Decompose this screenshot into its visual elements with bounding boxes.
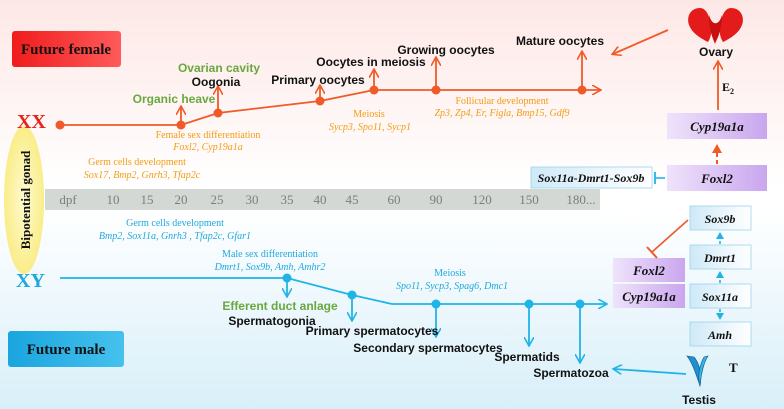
timeline-ticks: dpf 10 15 20 25 30 35 40 45 60 90 120 15… <box>59 192 595 207</box>
amh-label: Amh <box>707 328 732 342</box>
ovary-label: Ovary <box>699 45 733 59</box>
female-node-20 <box>176 120 186 130</box>
female-node-90 <box>431 85 441 95</box>
tick-20: 20 <box>175 192 188 207</box>
stage-oocytes-meiosis: Oocytes in meiosis <box>316 55 426 69</box>
female-germ-title: Germ cells development <box>88 157 186 168</box>
timeline-unit: dpf <box>59 192 77 207</box>
e2-text: E <box>722 80 730 94</box>
stage-organic-heave: Organic heave <box>133 92 216 106</box>
tick-45: 45 <box>346 192 359 207</box>
stage-spermatids: Spermatids <box>494 350 560 364</box>
stage-primary-spermatocytes: Primary spermatocytes <box>306 324 439 338</box>
future-female-box <box>12 31 121 67</box>
future-male-label: Future male <box>27 342 106 358</box>
testis-to-spermatozoa-arrow <box>614 369 687 375</box>
dmrt1-label: Dmrt1 <box>703 251 736 265</box>
stage-secondary-spermatocytes: Secondary spermatocytes <box>353 341 503 355</box>
sox9b-inhibits-foxl2-bar <box>646 246 658 259</box>
male-background <box>0 210 784 409</box>
tick-120: 120 <box>472 192 492 207</box>
tick-90: 90 <box>430 192 443 207</box>
female-germ-genes: Sox17, Bmp2, Gnrh3, Tfap2c <box>84 170 201 181</box>
female-meiosis-genes: Sycp3, Spo11, Sycp1 <box>329 122 411 133</box>
sox11a-label: Sox11a <box>702 290 738 304</box>
foxl2-left-label: Foxl2 <box>632 263 665 278</box>
dmrt1-box <box>689 244 752 270</box>
stage-growing-oocytes: Growing oocytes <box>397 43 495 57</box>
sox9b-label: Sox9b <box>705 212 736 226</box>
male-node-35 <box>282 273 292 283</box>
stage-efferent-duct: Efferent duct anlage <box>222 299 338 313</box>
stage-primary-oocytes: Primary oocytes <box>271 73 365 87</box>
female-sex-diff-genes: Foxl2, Cyp19a1a <box>172 142 242 153</box>
xx-label: XX <box>17 111 46 133</box>
sox9b-inhibits-foxl2-line <box>651 219 689 253</box>
tick-30: 30 <box>246 192 259 207</box>
female-node-180 <box>577 85 587 95</box>
follicular-title: Follicular development <box>455 96 548 107</box>
testis-label: Testis <box>682 393 716 407</box>
cyp19a1a-top-box <box>667 113 767 139</box>
female-meiosis-title: Meiosis <box>353 109 385 120</box>
testis-icon <box>686 355 709 388</box>
male-germ-title: Germ cells development <box>126 218 224 229</box>
tick-180: 180... <box>566 192 595 207</box>
male-nodes <box>282 273 585 309</box>
tick-40: 40 <box>314 192 327 207</box>
tick-15: 15 <box>141 192 154 207</box>
ovary-to-mature-arrow <box>613 29 669 54</box>
female-nodes <box>55 85 587 130</box>
male-node-180 <box>575 299 585 309</box>
male-sex-diff-genes: Dmrt1, Sox9b, Amh, Amhr2 <box>214 262 326 273</box>
cyp19a1a-left-box <box>613 284 685 308</box>
male-node-150 <box>524 299 534 309</box>
sox-complex-box <box>530 166 653 189</box>
timeline-bar <box>45 189 600 210</box>
female-node-40 <box>315 96 325 106</box>
bipotential-gonad-label: Bipotential gonad <box>18 150 33 249</box>
stage-mature-oocytes: Mature oocytes <box>516 34 604 48</box>
male-germ-genes: Bmp2, Sox11a, Gnrh3 , Tfap2c, Gfar1 <box>99 231 251 242</box>
tick-60: 60 <box>388 192 401 207</box>
stage-oogonia: Oogonia <box>192 75 241 89</box>
tick-25: 25 <box>211 192 224 207</box>
male-node-90 <box>431 299 441 309</box>
male-meiosis-title: Meiosis <box>434 268 466 279</box>
sox-complex-label: Sox11a-Dmrt1-Sox9b <box>538 171 645 185</box>
t-label: T <box>729 360 738 375</box>
amh-box <box>689 321 752 347</box>
tick-10: 10 <box>107 192 120 207</box>
foxl2-left-box <box>613 258 685 282</box>
stage-ovarian-cavity: Ovarian cavity <box>178 61 260 75</box>
foxl2-right-box <box>667 165 767 191</box>
stage-spermatogonia: Spermatogonia <box>228 314 316 328</box>
sox9b-box <box>689 205 752 231</box>
foxl2-right-label: Foxl2 <box>700 171 733 186</box>
female-node-start <box>55 120 65 130</box>
tick-150: 150 <box>519 192 539 207</box>
tick-35: 35 <box>281 192 294 207</box>
female-sex-diff-title: Female sex differentiation <box>156 130 261 141</box>
bipotential-gonad-ellipse <box>4 126 44 274</box>
cyp19a1a-top-label: Cyp19a1a <box>690 119 744 134</box>
female-node-45 <box>369 85 379 95</box>
e2-subscript: 2 <box>730 87 734 96</box>
ovary-icon <box>688 8 743 44</box>
male-sex-diff-title: Male sex differentiation <box>222 249 318 260</box>
female-node-25 <box>213 108 223 118</box>
cyp19a1a-left-label: Cyp19a1a <box>622 289 676 304</box>
stage-spermatozoa: Spermatozoa <box>533 366 609 380</box>
xy-label: XY <box>16 270 45 292</box>
follicular-genes: Zp3, Zp4, Er, Figla, Bmp15, Gdf9 <box>434 108 569 119</box>
female-background <box>0 0 784 188</box>
e2-label: E2 <box>722 80 734 96</box>
future-male-box <box>8 331 124 367</box>
male-node-45 <box>347 290 357 300</box>
male-meiosis-genes: Spo11, Sycp3, Spag6, Dmc1 <box>396 281 508 292</box>
sox11a-box <box>689 283 752 309</box>
future-female-label: Future female <box>21 42 111 58</box>
